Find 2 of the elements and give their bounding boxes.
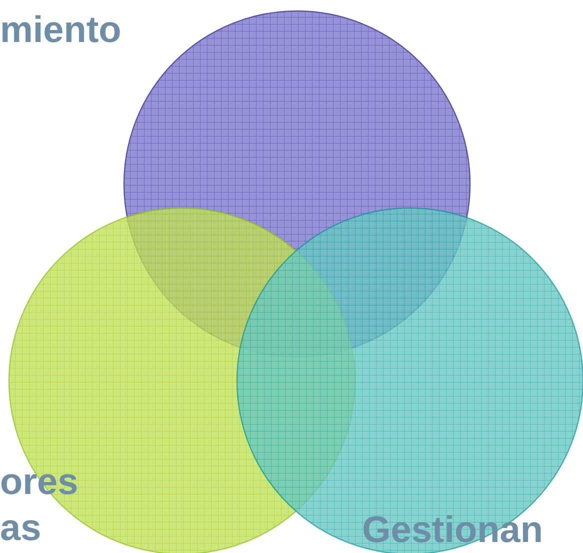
set-label: miento [0, 10, 122, 50]
set-label: as [0, 508, 42, 548]
